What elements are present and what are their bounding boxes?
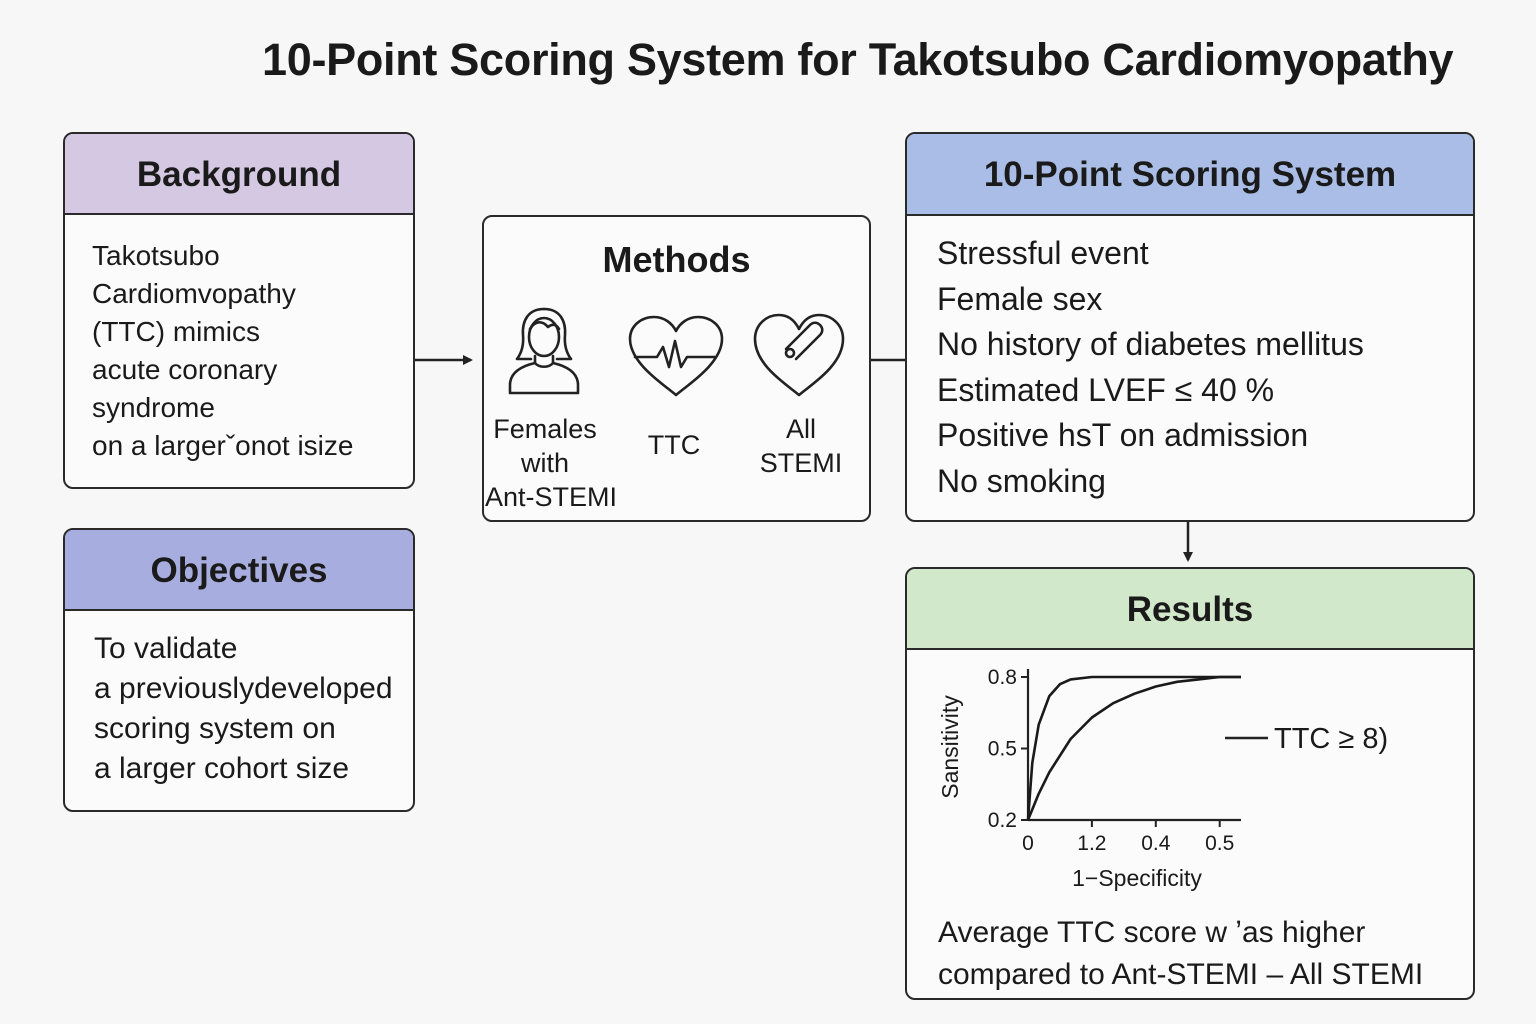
objectives-heading: Objectives [65,530,413,611]
x-tick-label: 0 [1022,832,1034,855]
female-person-icon [508,307,580,395]
results-summary-line: Average TTC score w ʼas higher [938,916,1366,949]
heart-ecg-icon [628,315,724,397]
scoring-item: Positive hsT on admission [937,417,1309,453]
background-heading: Background [65,134,413,215]
background-line: on a largerˇonot isize [92,430,354,461]
roc-ticks: 0.8 0.5 0.20 1.2 0.4 0.5 [988,666,1235,855]
page-title: 10-Point Scoring System for Takotsubo Ca… [262,34,1454,85]
methods-label-line: Ant-STEMI [485,482,618,512]
methods-heading: Methods [602,239,751,280]
background-line: acute coronary [92,354,278,385]
background-line: Cardiomvopathy [92,278,296,309]
scoring-item: Estimated LVEF ≤ 40 % [937,371,1275,408]
y-tick-label: 0.8 [988,666,1017,689]
objectives-text: To validate a previouslydeveloped scorin… [65,611,413,789]
scoring-card: 10-Point Scoring System Stressful event … [905,132,1475,522]
x-axis-label: 1−Specificity [1072,865,1202,891]
methods-label-line: STEMI [759,448,843,478]
scoring-list: Stressful event Female sex No history of… [907,216,1473,504]
roc-axes [1026,669,1241,822]
methods-label-line: Females [493,414,597,444]
heart-icon [753,313,845,397]
y-tick-label: 0.2 [988,809,1017,832]
roc-series [1026,675,1241,821]
background-card: Background Takotsubo Cardiomvopathy (TTC… [63,132,415,489]
x-tick-label: 1.2 [1077,832,1106,855]
background-line: Takotsubo [92,240,220,271]
x-tick-label: 0.4 [1141,832,1171,855]
methods-group-ttc: TTC [629,428,719,462]
methods-group-females: Females with Ant-STEMI [485,412,618,514]
results-heading: Results [907,569,1473,650]
methods-group-all-stemi: All STEMI [746,412,856,480]
objectives-line: a previouslydeveloped [94,672,393,705]
y-axis-label: Sansitivity [937,695,963,799]
results-summary: Average TTC score w ʼas higher compared … [938,912,1423,996]
scoring-item: No history of diabetes mellitus [937,326,1364,362]
methods-label-line: All [785,414,816,444]
legend-label: TTC ≥ 8) [1274,723,1388,755]
scoring-item: Stressful event [937,235,1149,271]
methods-card: Methods Females with Ant-STEMI TTC A [482,215,871,522]
objectives-line: To validate [94,632,238,665]
roc-curve-2 [1026,675,1241,821]
scoring-item: Female sex [937,280,1103,317]
objectives-card: Objectives To validate a previouslydevel… [63,528,415,812]
background-line: (TTC) mimics [92,316,260,347]
objectives-line: a larger cohort size [94,752,350,785]
roc-chart: 0.8 0.5 0.20 1.2 0.4 0.5 Sansitivity 1−Specif… [937,666,1388,891]
methods-label-line: TTC [647,430,701,460]
background-line: syndrome [92,392,215,423]
scoring-heading: 10-Point Scoring System [907,134,1473,216]
scoring-item: No smoking [937,462,1106,499]
results-summary-line: compared to Ant-STEMI – All STEMI [938,958,1424,991]
background-text: Takotsubo Cardiomvopathy (TTC) mimics ac… [65,215,413,465]
objectives-line: scoring system on [94,712,336,745]
y-tick-label: 0.5 [988,738,1017,761]
x-tick-label: 0.5 [1205,832,1234,855]
methods-label-line: with [520,448,569,478]
roc-curve-1 [1026,675,1241,821]
